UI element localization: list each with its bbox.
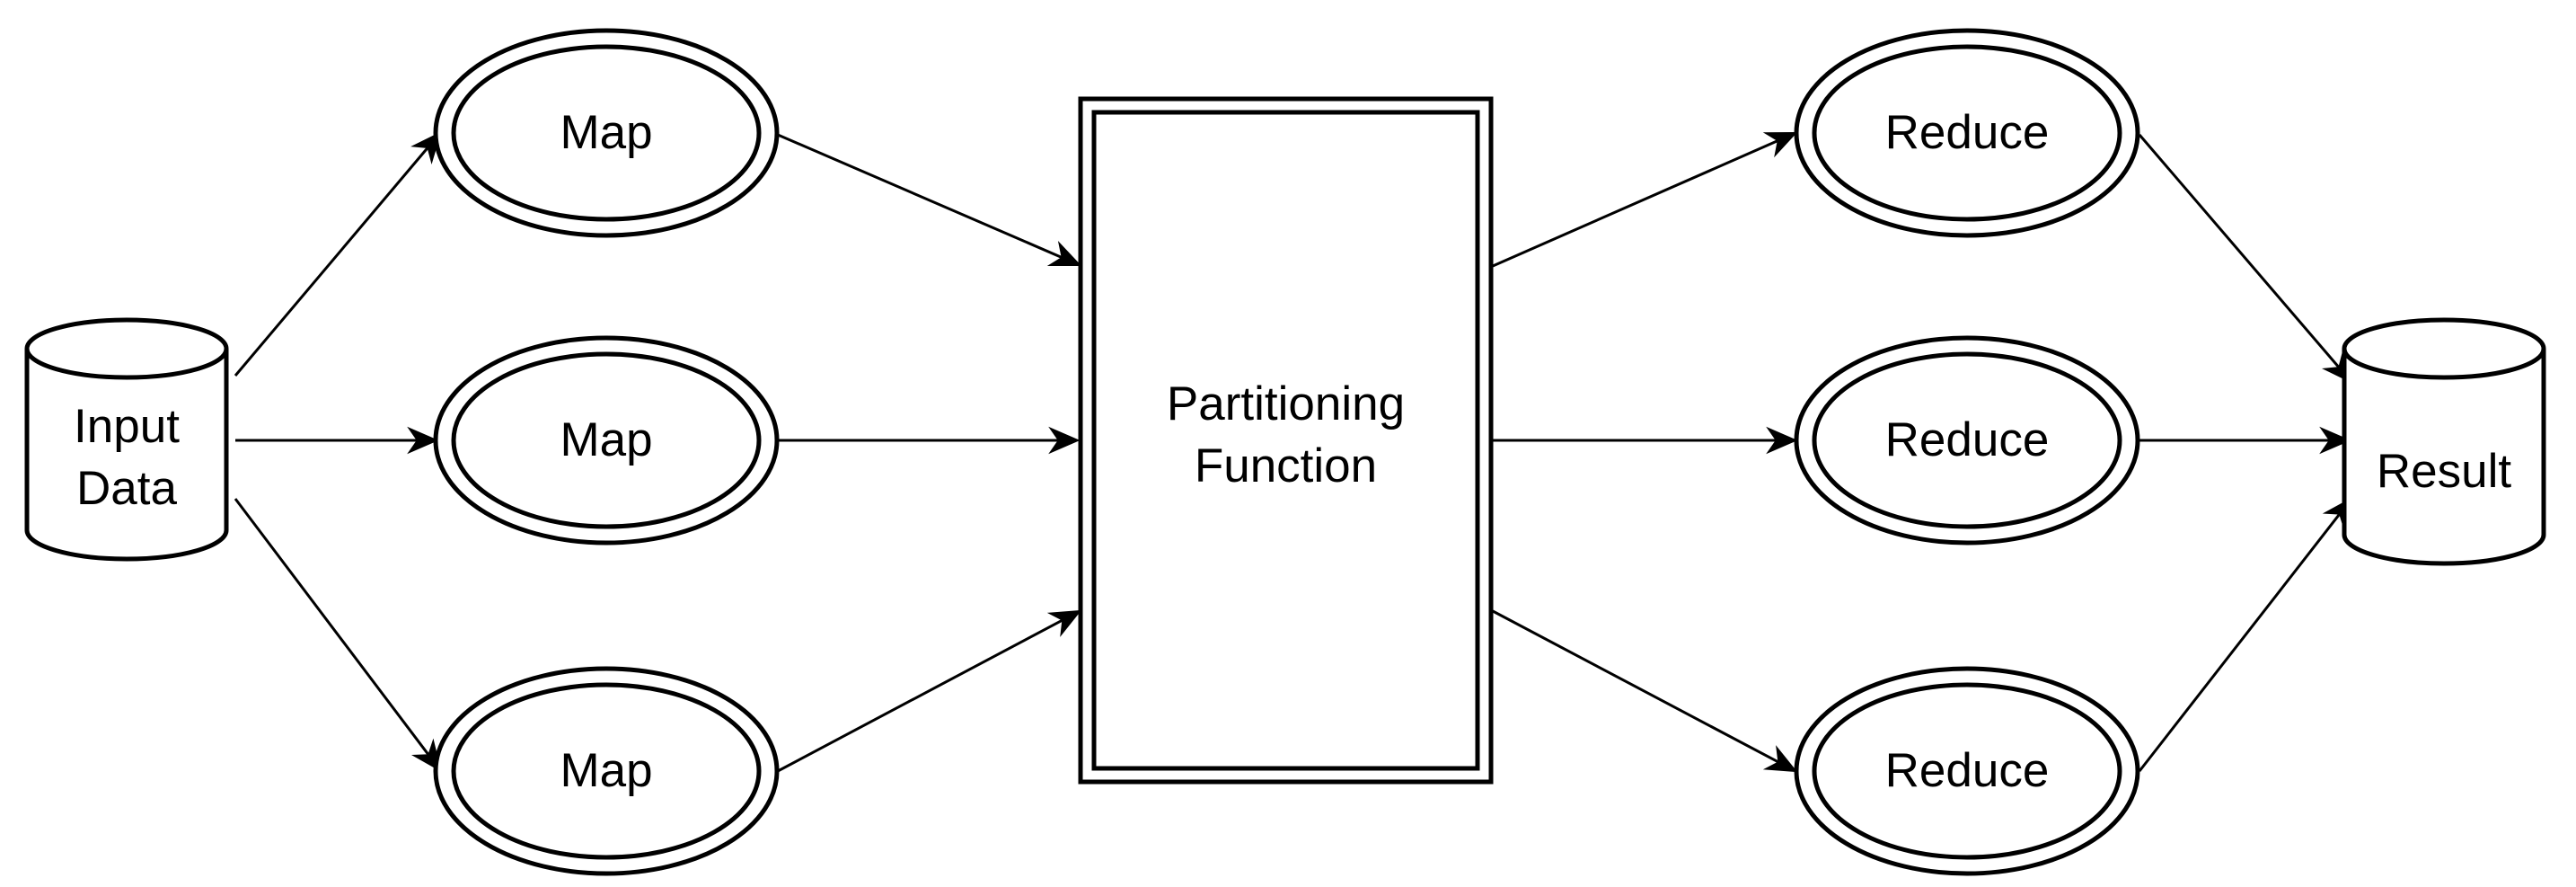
- arrowhead-map-3-to-partitioning: [1046, 609, 1082, 637]
- edge-partitioning-to-reduce-1: [1492, 139, 1779, 268]
- map-3-label: Map: [560, 743, 653, 797]
- edge-reduce-1-to-result: [2138, 134, 2341, 369]
- map-node-3[interactable]: [433, 666, 780, 876]
- edge-input-to-map-3: [234, 498, 430, 757]
- arrowhead-partitioning-to-reduce-3: [1762, 745, 1798, 773]
- reduce-1-label: Reduce: [1884, 105, 2050, 159]
- reduce-node-3[interactable]: [1794, 666, 2140, 876]
- arrowhead-input-to-map-3: [410, 738, 442, 773]
- arrowhead-input-to-map-2: [407, 426, 439, 455]
- map-1-label: Map: [560, 105, 653, 159]
- result-cylinder[interactable]: [2342, 317, 2546, 566]
- reduce-3-label: Reduce: [1884, 743, 2050, 797]
- partitioning-function-box[interactable]: [1078, 96, 1494, 785]
- arrowhead-map-2-to-partitioning: [1048, 426, 1081, 455]
- input-data-cylinder[interactable]: [24, 317, 229, 562]
- arrowhead-partitioning-to-reduce-2: [1766, 426, 1798, 455]
- partitioning-function-label: Partitioning Function: [1166, 377, 1406, 492]
- arrowhead-input-to-map-1: [410, 131, 442, 164]
- arrowhead-partitioning-to-reduce-1: [1762, 131, 1798, 158]
- map-node-1[interactable]: [433, 28, 780, 238]
- input-data-label: Input Data: [74, 400, 180, 515]
- arrowhead-reduce-2-to-result: [2319, 426, 2351, 455]
- arrowhead-map-1-to-partitioning: [1046, 240, 1082, 266]
- edge-map-3-to-partitioning: [777, 618, 1064, 773]
- map-2-label: Map: [560, 412, 653, 466]
- edges-group: [234, 133, 2342, 773]
- reduce-node-1[interactable]: [1794, 28, 2140, 238]
- result-label: Result: [2376, 444, 2512, 498]
- edge-input-to-map-1: [234, 146, 429, 377]
- edge-map-1-to-partitioning: [777, 133, 1063, 260]
- reduce-2-label: Reduce: [1884, 412, 2050, 466]
- map-node-2[interactable]: [433, 335, 780, 546]
- edge-reduce-3-to-result: [2138, 512, 2342, 772]
- edge-partitioning-to-reduce-3: [1492, 609, 1780, 764]
- reduce-node-2[interactable]: [1794, 335, 2140, 546]
